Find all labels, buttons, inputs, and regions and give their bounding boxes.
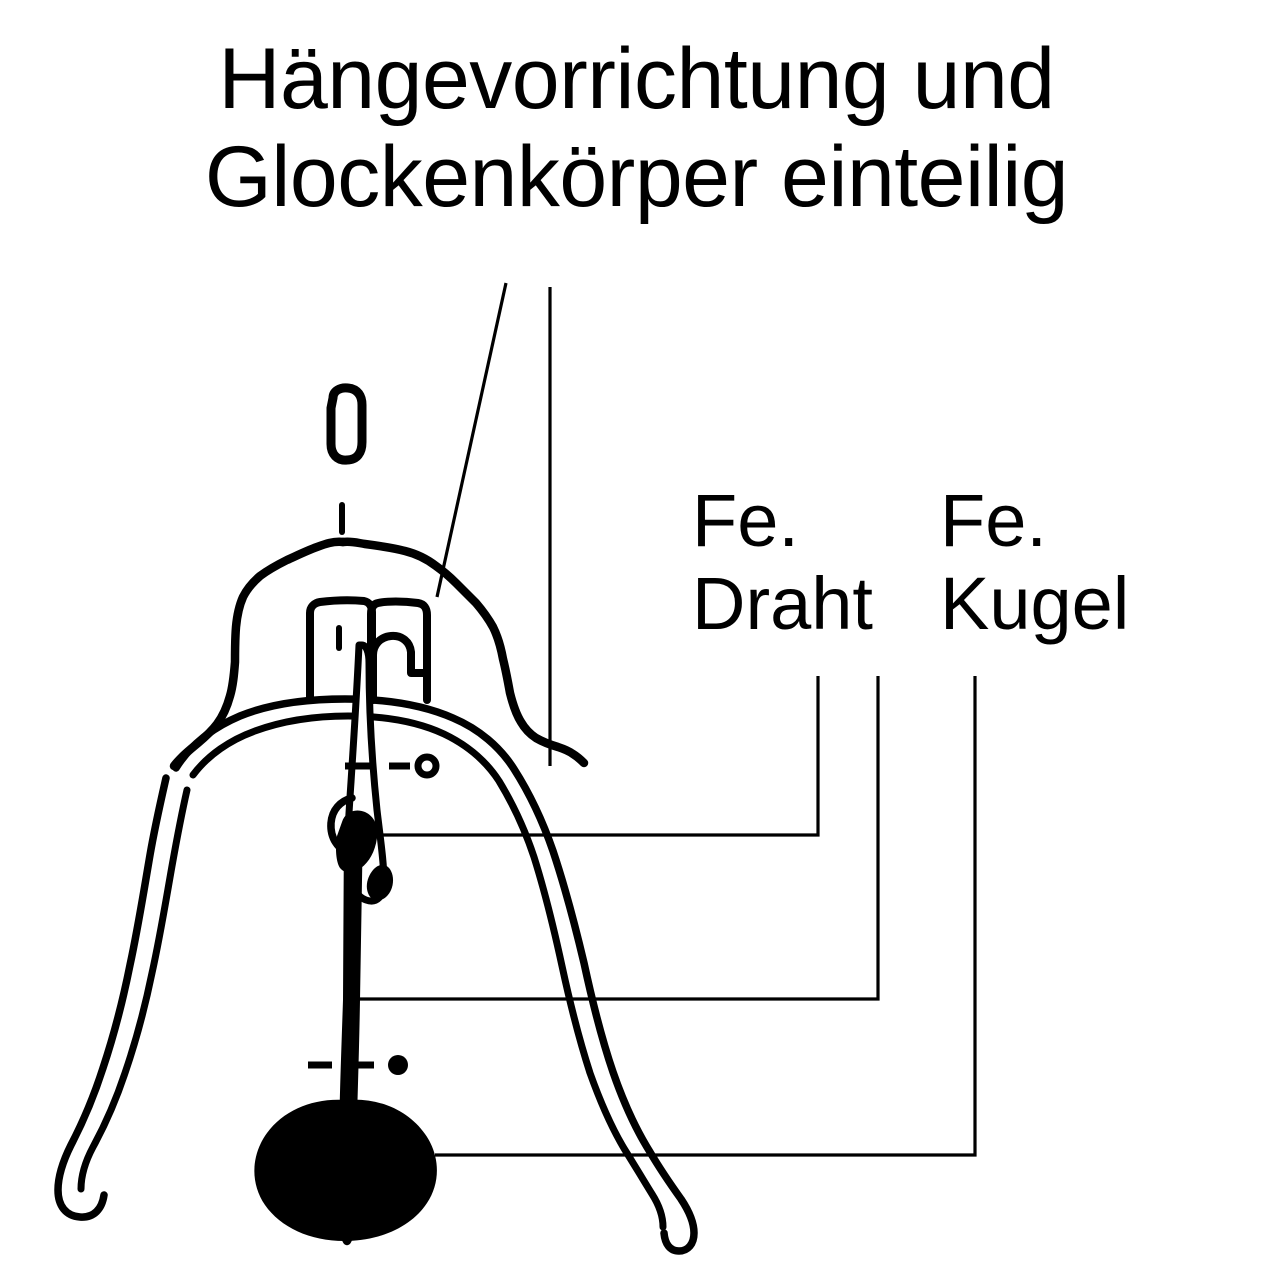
bell-body-inner: [77, 712, 667, 1231]
callout-fe-draht-part: Draht: [692, 561, 873, 645]
filled-dot-marker: [308, 1055, 408, 1075]
leader-line-fe-draht-upper: [382, 676, 820, 837]
page-title: Hängevorrichtung und Glockenkörper einte…: [0, 36, 1273, 220]
page-title-line-1: Hängevorrichtung und: [218, 31, 1055, 127]
crown-inner-tabs: [306, 596, 431, 704]
callout-fe-draht: Fe. Draht: [692, 479, 873, 646]
leader-line-fe-kugel: [435, 676, 977, 1157]
callout-fe-kugel-material: Fe.: [940, 479, 1047, 562]
leader-line-fe-draht-lower: [358, 676, 880, 1001]
callout-fe-kugel-part: Kugel: [940, 561, 1130, 645]
clapper-shoulder: [336, 810, 378, 873]
callout-fe-kugel: Fe. Kugel: [940, 479, 1130, 646]
clapper-ball: [254, 1099, 437, 1242]
hollow-marker-circle: [414, 753, 440, 779]
clapper-tail: [366, 864, 394, 901]
clapper-assembly: [254, 810, 437, 1246]
page-title-line-2: Glockenkörper einteilig: [204, 129, 1069, 225]
bell-body-outer: [54, 695, 698, 1255]
dot-marker-dot: [388, 1055, 408, 1075]
bell-crown: [169, 537, 589, 771]
callout-fe-draht-material: Fe.: [692, 479, 799, 562]
leader-line-crown-diagonal: [435, 282, 508, 598]
hollow-circle-marker: [345, 753, 440, 779]
suspension-loop: [326, 383, 367, 465]
